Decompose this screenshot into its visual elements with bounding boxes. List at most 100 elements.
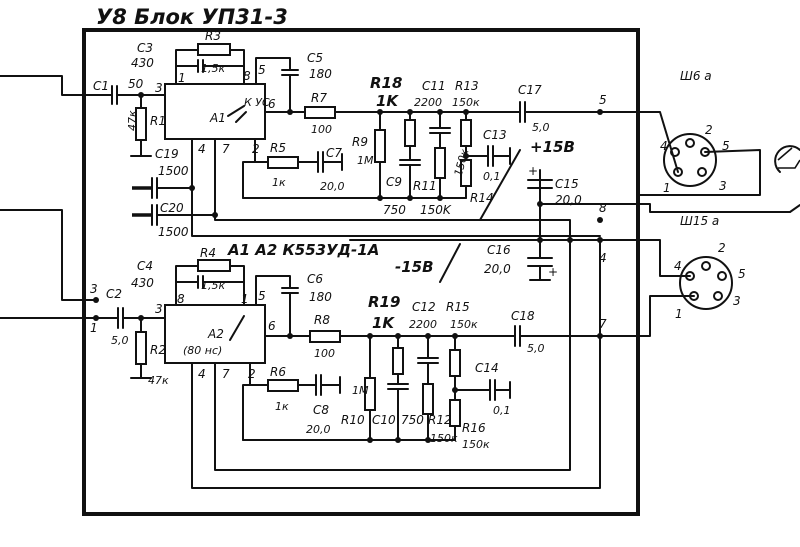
svg-text:20,0: 20,0 xyxy=(320,180,345,193)
resistor-r12 xyxy=(422,383,434,415)
svg-text:1,5к: 1,5к xyxy=(201,279,225,292)
svg-text:C1: C1 xyxy=(93,79,109,93)
svg-text:C12: C12 xyxy=(412,300,436,314)
resistor-r5 xyxy=(267,156,299,169)
svg-text:Ш6 а: Ш6 а xyxy=(680,69,712,83)
svg-text:A1 A2 К553УД-1А: A1 A2 К553УД-1А xyxy=(227,241,379,259)
channel-1: C1 R1 47к C1 50 A1 К УС 3 6 4 7 2 1 8 5 … xyxy=(0,29,641,239)
resistor-r7 xyxy=(304,106,336,119)
svg-text:150к: 150к xyxy=(430,432,458,445)
svg-text:R15: R15 xyxy=(446,300,470,314)
svg-text:C19: C19 xyxy=(155,147,179,161)
svg-text:5: 5 xyxy=(599,93,607,107)
svg-text:R19: R19 xyxy=(368,293,400,311)
svg-text:2200: 2200 xyxy=(414,96,442,109)
resistor-r9 xyxy=(374,129,386,163)
svg-text:100: 100 xyxy=(311,123,332,136)
svg-text:5: 5 xyxy=(258,289,266,303)
svg-text:C5: C5 xyxy=(307,51,323,65)
svg-text:2200: 2200 xyxy=(409,318,437,331)
svg-text:R10: R10 xyxy=(341,413,365,427)
svg-text:1М: 1М xyxy=(352,384,369,397)
svg-text:1: 1 xyxy=(675,307,683,321)
block-boundary xyxy=(82,28,640,516)
svg-text:20,0: 20,0 xyxy=(484,262,511,276)
svg-text:C18: C18 xyxy=(511,309,535,323)
svg-text:4: 4 xyxy=(198,142,206,156)
svg-text:R12: R12 xyxy=(428,413,452,427)
svg-text:C13: C13 xyxy=(483,128,507,142)
svg-text:20,0: 20,0 xyxy=(306,423,331,436)
svg-text:8: 8 xyxy=(177,292,185,306)
svg-text:100: 100 xyxy=(314,347,335,360)
svg-text:5,0: 5,0 xyxy=(111,334,129,347)
svg-text:C10: C10 xyxy=(372,413,396,427)
svg-text:1М: 1М xyxy=(357,154,374,167)
svg-text:3: 3 xyxy=(719,179,727,193)
opamp-a2 xyxy=(164,304,266,364)
svg-text:7: 7 xyxy=(599,317,607,331)
svg-text:7: 7 xyxy=(222,367,230,381)
svg-text:2: 2 xyxy=(248,367,256,381)
svg-text:C8: C8 xyxy=(313,403,329,417)
svg-text:150к: 150к xyxy=(452,96,480,109)
svg-text:R7: R7 xyxy=(311,91,327,105)
svg-text:1к: 1к xyxy=(272,176,286,189)
svg-text:8: 8 xyxy=(243,69,251,83)
svg-text:4: 4 xyxy=(674,259,682,273)
svg-text:R6: R6 xyxy=(270,365,286,379)
svg-text:1: 1 xyxy=(90,321,98,335)
svg-text:1K: 1K xyxy=(376,92,399,110)
svg-text:(80 нс): (80 нс) xyxy=(183,344,222,357)
svg-text:Ш15 а: Ш15 а xyxy=(680,214,719,228)
svg-text:4: 4 xyxy=(198,367,206,381)
svg-text:47к: 47к xyxy=(126,110,139,131)
svg-text:5: 5 xyxy=(722,139,730,153)
svg-text:R3: R3 xyxy=(205,29,221,43)
svg-text:5: 5 xyxy=(738,267,746,281)
svg-text:R13: R13 xyxy=(455,79,479,93)
c1-value: 50 xyxy=(128,77,144,91)
svg-text:180: 180 xyxy=(309,290,332,304)
svg-text:5: 5 xyxy=(258,63,266,77)
c16-plus: + xyxy=(548,265,558,279)
svg-text:0,1: 0,1 xyxy=(483,170,501,183)
svg-text:750: 750 xyxy=(383,203,406,217)
svg-text:5,0: 5,0 xyxy=(527,342,545,355)
svg-text:C15: C15 xyxy=(555,177,579,191)
svg-text:5,0: 5,0 xyxy=(532,121,550,134)
resistor-r3 xyxy=(197,43,231,56)
svg-text:C2: C2 xyxy=(106,287,122,301)
svg-text:430: 430 xyxy=(131,56,154,70)
resistor-r4 xyxy=(197,259,231,272)
svg-text:4: 4 xyxy=(660,139,668,153)
svg-text:R2: R2 xyxy=(150,343,166,357)
a1-note: К УС xyxy=(244,96,270,109)
svg-text:3: 3 xyxy=(90,282,98,296)
svg-text:6: 6 xyxy=(268,97,276,111)
connector-sh6: Ш6 а 2 4 5 1 3 xyxy=(639,69,800,196)
svg-text:C4: C4 xyxy=(137,259,153,273)
svg-text:C16: C16 xyxy=(487,243,511,257)
svg-text:1500: 1500 xyxy=(158,225,189,239)
resistor-r2 xyxy=(135,331,147,365)
svg-text:R14: R14 xyxy=(470,191,494,205)
svg-text:C17: C17 xyxy=(518,83,542,97)
svg-text:C6: C6 xyxy=(307,272,323,286)
svg-text:2: 2 xyxy=(705,123,713,137)
svg-text:C3: C3 xyxy=(137,41,153,55)
svg-text:C11: C11 xyxy=(422,79,446,93)
svg-text:430: 430 xyxy=(131,276,154,290)
resistor-r16 xyxy=(449,399,461,427)
svg-text:150к: 150к xyxy=(462,438,490,451)
resistor-r13 xyxy=(460,119,472,147)
svg-text:A2: A2 xyxy=(207,327,224,341)
svg-text:R1: R1 xyxy=(150,114,166,128)
svg-text:3: 3 xyxy=(733,294,741,308)
svg-text:2: 2 xyxy=(718,241,726,255)
channel-2: 3 1 C2 5,0 R2 47к A2 (80 нс) 3 6 4 7 2 8… xyxy=(0,209,641,489)
svg-text:1,5к: 1,5к xyxy=(201,62,225,75)
svg-text:8: 8 xyxy=(599,201,607,215)
svg-text:R16: R16 xyxy=(462,421,486,435)
